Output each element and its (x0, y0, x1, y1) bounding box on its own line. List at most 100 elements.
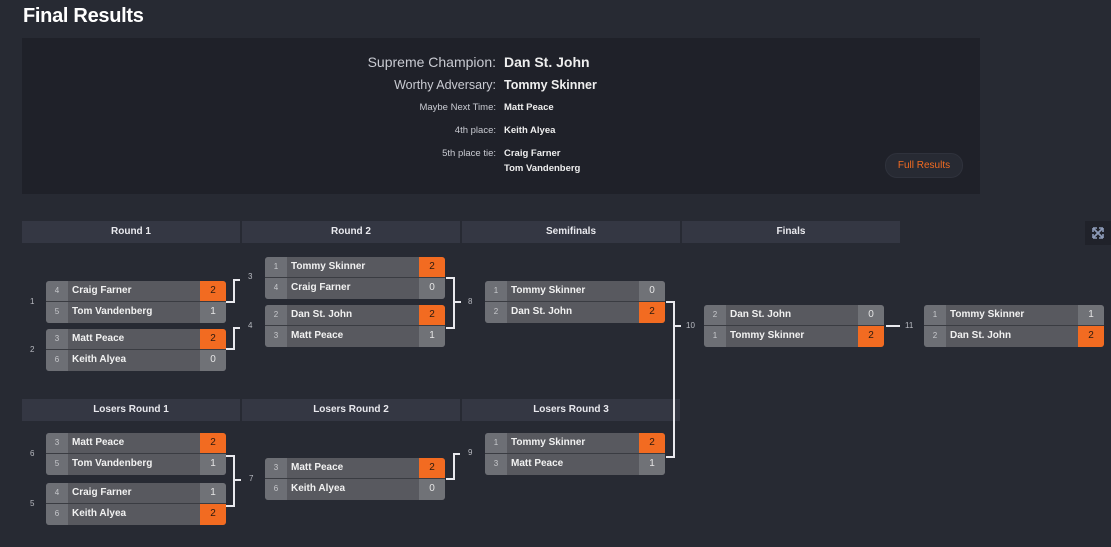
match-number: 8 (468, 297, 473, 306)
player-name[interactable]: Keith Alyea (287, 479, 419, 500)
result-label: Supreme Champion: (367, 54, 496, 70)
player-name[interactable]: Tom Vandenberg (68, 302, 200, 323)
slot-divider (46, 349, 226, 350)
round-header-losers-2: Losers Round 2 (242, 399, 460, 421)
player-name[interactable]: Dan St. John (726, 305, 858, 325)
player-name[interactable]: Craig Farner (287, 278, 419, 299)
slot-divider (265, 478, 445, 479)
player-seed: 6 (265, 479, 287, 500)
connector-5-6-to-7 (226, 455, 235, 507)
match-number: 4 (248, 321, 253, 330)
player-name[interactable]: Dan St. John (507, 302, 639, 323)
player-score-winner: 2 (1078, 326, 1104, 347)
player-seed: 4 (265, 278, 287, 299)
connector-2-4b (233, 327, 240, 329)
player-seed: 3 (485, 454, 507, 475)
match-number: 9 (468, 448, 473, 457)
player-name[interactable]: Matt Peace (68, 329, 200, 349)
result-value: Craig Farner (504, 148, 561, 159)
player-seed: 1 (265, 257, 287, 277)
result-value: Matt Peace (504, 102, 554, 113)
full-results-button[interactable]: Full Results (885, 153, 963, 178)
player-score-winner: 2 (419, 257, 445, 277)
player-name[interactable]: Keith Alyea (68, 350, 200, 371)
player-score-winner: 2 (419, 458, 445, 478)
slot-divider (46, 453, 226, 454)
player-name[interactable]: Matt Peace (287, 326, 419, 347)
player-score: 1 (200, 302, 226, 323)
player-score: 0 (200, 350, 226, 371)
player-name[interactable]: Dan St. John (946, 326, 1078, 347)
final-results-panel: Supreme Champion: Dan St. John Worthy Ad… (22, 38, 980, 194)
player-seed: 4 (46, 483, 68, 503)
player-seed: 2 (704, 305, 726, 325)
connector-10-11 (886, 325, 900, 327)
player-name[interactable]: Tommy Skinner (287, 257, 419, 277)
player-name[interactable]: Tom Vandenberg (68, 454, 200, 475)
player-score: 0 (419, 479, 445, 500)
player-score: 0 (858, 305, 884, 325)
player-seed: 3 (46, 329, 68, 349)
player-score-winner: 2 (200, 329, 226, 349)
player-name[interactable]: Craig Farner (68, 281, 200, 301)
expand-button[interactable] (1085, 221, 1111, 245)
player-name[interactable]: Matt Peace (68, 433, 200, 453)
player-name[interactable]: Tommy Skinner (507, 433, 639, 453)
player-seed: 3 (265, 458, 287, 478)
player-name[interactable]: Tommy Skinner (946, 305, 1078, 325)
connector-1-3 (226, 279, 235, 303)
connector-10-stub (675, 325, 681, 327)
player-name[interactable]: Matt Peace (507, 454, 639, 475)
player-seed: 6 (46, 350, 68, 371)
slot-divider (704, 325, 884, 326)
player-seed: 2 (924, 326, 946, 347)
player-name[interactable]: Matt Peace (287, 458, 419, 478)
player-name[interactable]: Keith Alyea (68, 504, 200, 525)
player-name[interactable]: Dan St. John (287, 305, 419, 325)
player-seed: 2 (265, 305, 287, 325)
player-name[interactable]: Tommy Skinner (726, 326, 858, 347)
round-header-semifinals: Semifinals (462, 221, 680, 243)
round-header-finals: Finals (682, 221, 900, 243)
player-score-winner: 2 (639, 302, 665, 323)
player-score: 1 (200, 483, 226, 503)
player-name[interactable]: Tommy Skinner (507, 281, 639, 301)
slot-divider (265, 325, 445, 326)
player-name[interactable]: Craig Farner (68, 483, 200, 503)
round-header-1: Round 1 (22, 221, 240, 243)
player-score-winner: 2 (639, 433, 665, 453)
